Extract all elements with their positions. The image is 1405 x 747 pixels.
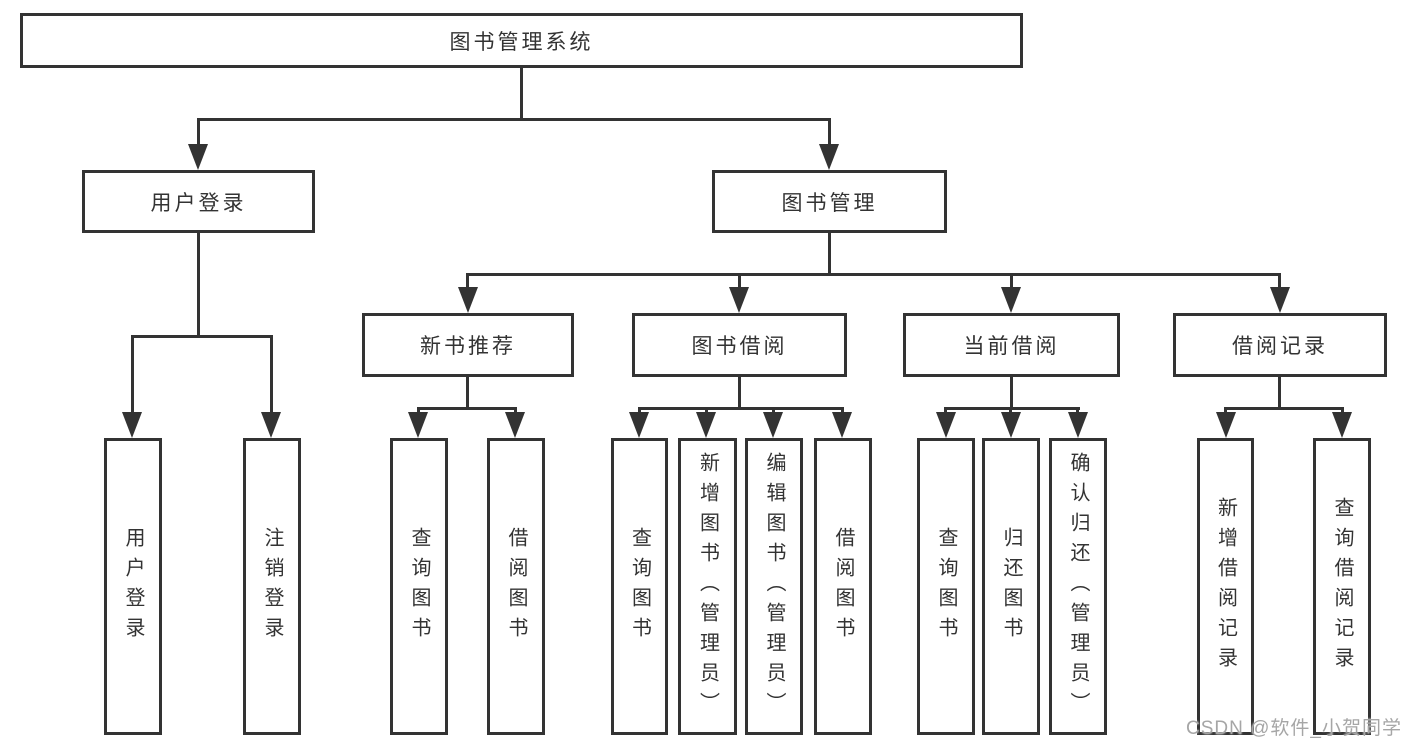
connector-user-login-rail (131, 335, 273, 338)
arrowhead-borrow-books-1 (505, 412, 525, 438)
leaf-confirm-return-admin: 确认归还（管理员） (1049, 438, 1107, 735)
connector-new-book-rail (417, 407, 517, 410)
arrowhead-book-borrow (729, 287, 749, 313)
arrowhead-edit-book (763, 412, 783, 438)
arrowhead-leaf-logout (261, 412, 281, 438)
connector-stub-leaf-login (131, 335, 134, 415)
arrowhead-borrow-records (1270, 287, 1290, 313)
connector-stub-user-login (197, 118, 200, 148)
arrowhead-add-book (696, 412, 716, 438)
leaf-return-book: 归还图书 (982, 438, 1040, 735)
connector-stub-new-book (466, 273, 469, 289)
connector-current-borrow-stem (1010, 377, 1013, 407)
leaf-borrow-books: 借阅图书 (814, 438, 872, 735)
node-book-borrow: 图书借阅 (632, 313, 847, 377)
connector-stub-borrow-records (1278, 273, 1281, 289)
node-book-management: 图书管理 (712, 170, 947, 233)
connector-root-rail (198, 118, 831, 121)
connector-book-management-stem (828, 233, 831, 273)
connector-current-borrow-rail (944, 407, 1080, 410)
leaf-query-books-current: 查询图书 (917, 438, 975, 735)
connector-borrow-records-stem (1278, 377, 1281, 407)
node-root-library-system: 图书管理系统 (20, 13, 1023, 68)
connector-new-book-stem (466, 377, 469, 407)
connector-borrow-records-rail (1224, 407, 1344, 410)
arrowhead-add-borrow-record (1216, 412, 1236, 438)
connector-root-stem (520, 68, 523, 118)
arrowhead-query-books-1 (408, 412, 428, 438)
arrowhead-return-book (1001, 412, 1021, 438)
node-current-borrow: 当前借阅 (903, 313, 1120, 377)
arrowhead-user-login (188, 144, 208, 170)
arrowhead-query-books-2 (629, 412, 649, 438)
leaf-borrow-books-recommend: 借阅图书 (487, 438, 545, 735)
arrowhead-borrow-books-2 (832, 412, 852, 438)
connector-book-management-rail (466, 273, 1280, 276)
connector-stub-current-borrow (1010, 273, 1013, 289)
connector-stub-book-borrow (738, 273, 741, 289)
leaf-query-books-recommend: 查询图书 (390, 438, 448, 735)
arrowhead-leaf-login (122, 412, 142, 438)
leaf-edit-book-admin: 编辑图书（管理员） (745, 438, 803, 735)
arrowhead-new-book (458, 287, 478, 313)
leaf-user-login: 用户登录 (104, 438, 162, 735)
leaf-add-book-admin: 新增图书（管理员） (678, 438, 737, 735)
arrowhead-confirm-return (1068, 412, 1088, 438)
connector-book-borrow-stem (738, 377, 741, 407)
arrowhead-query-books-3 (936, 412, 956, 438)
node-borrow-records: 借阅记录 (1173, 313, 1387, 377)
connector-stub-leaf-logout (270, 335, 273, 415)
csdn-watermark: CSDN @软件_小贺同学 (1186, 718, 1402, 739)
arrowhead-current-borrow (1001, 287, 1021, 313)
leaf-logout: 注销登录 (243, 438, 301, 735)
arrowhead-book-management (819, 144, 839, 170)
connector-user-login-stem (197, 233, 200, 335)
node-user-login: 用户登录 (82, 170, 315, 233)
arrowhead-query-borrow-record (1332, 412, 1352, 438)
leaf-query-books-borrow: 查询图书 (611, 438, 668, 735)
connector-book-borrow-rail (638, 407, 844, 410)
leaf-query-borrow-record: 查询借阅记录 (1313, 438, 1371, 735)
connector-stub-book-management (828, 118, 831, 148)
leaf-add-borrow-record: 新增借阅记录 (1197, 438, 1254, 735)
node-new-book-recommend: 新书推荐 (362, 313, 574, 377)
